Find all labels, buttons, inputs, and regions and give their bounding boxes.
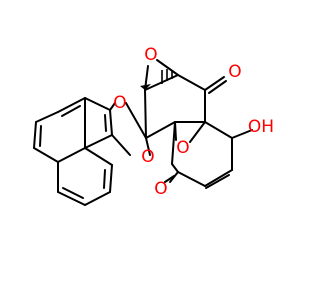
structure-canvas: O O O O O OH O (33, 45, 274, 206)
bond-layer (33, 59, 253, 206)
stereo-wedge-bond (140, 84, 151, 90)
ring-oxygen-upper-label: O (113, 93, 126, 113)
ketone-oxygen-top-label: O (228, 62, 241, 82)
stereo-hash-bond (161, 69, 173, 84)
atom-label-layer: O O O O O OH O (113, 45, 274, 199)
ring-oxygen-lower-label: O (141, 147, 154, 167)
bridge-oxygen-label: O (176, 138, 189, 158)
molecule-drawing: O O O O O OH O (33, 45, 274, 206)
hydroxyl-label: OH (248, 117, 274, 137)
ketone-oxygen-bottom-label: O (154, 179, 167, 199)
epoxide-oxygen-label: O (144, 45, 157, 65)
